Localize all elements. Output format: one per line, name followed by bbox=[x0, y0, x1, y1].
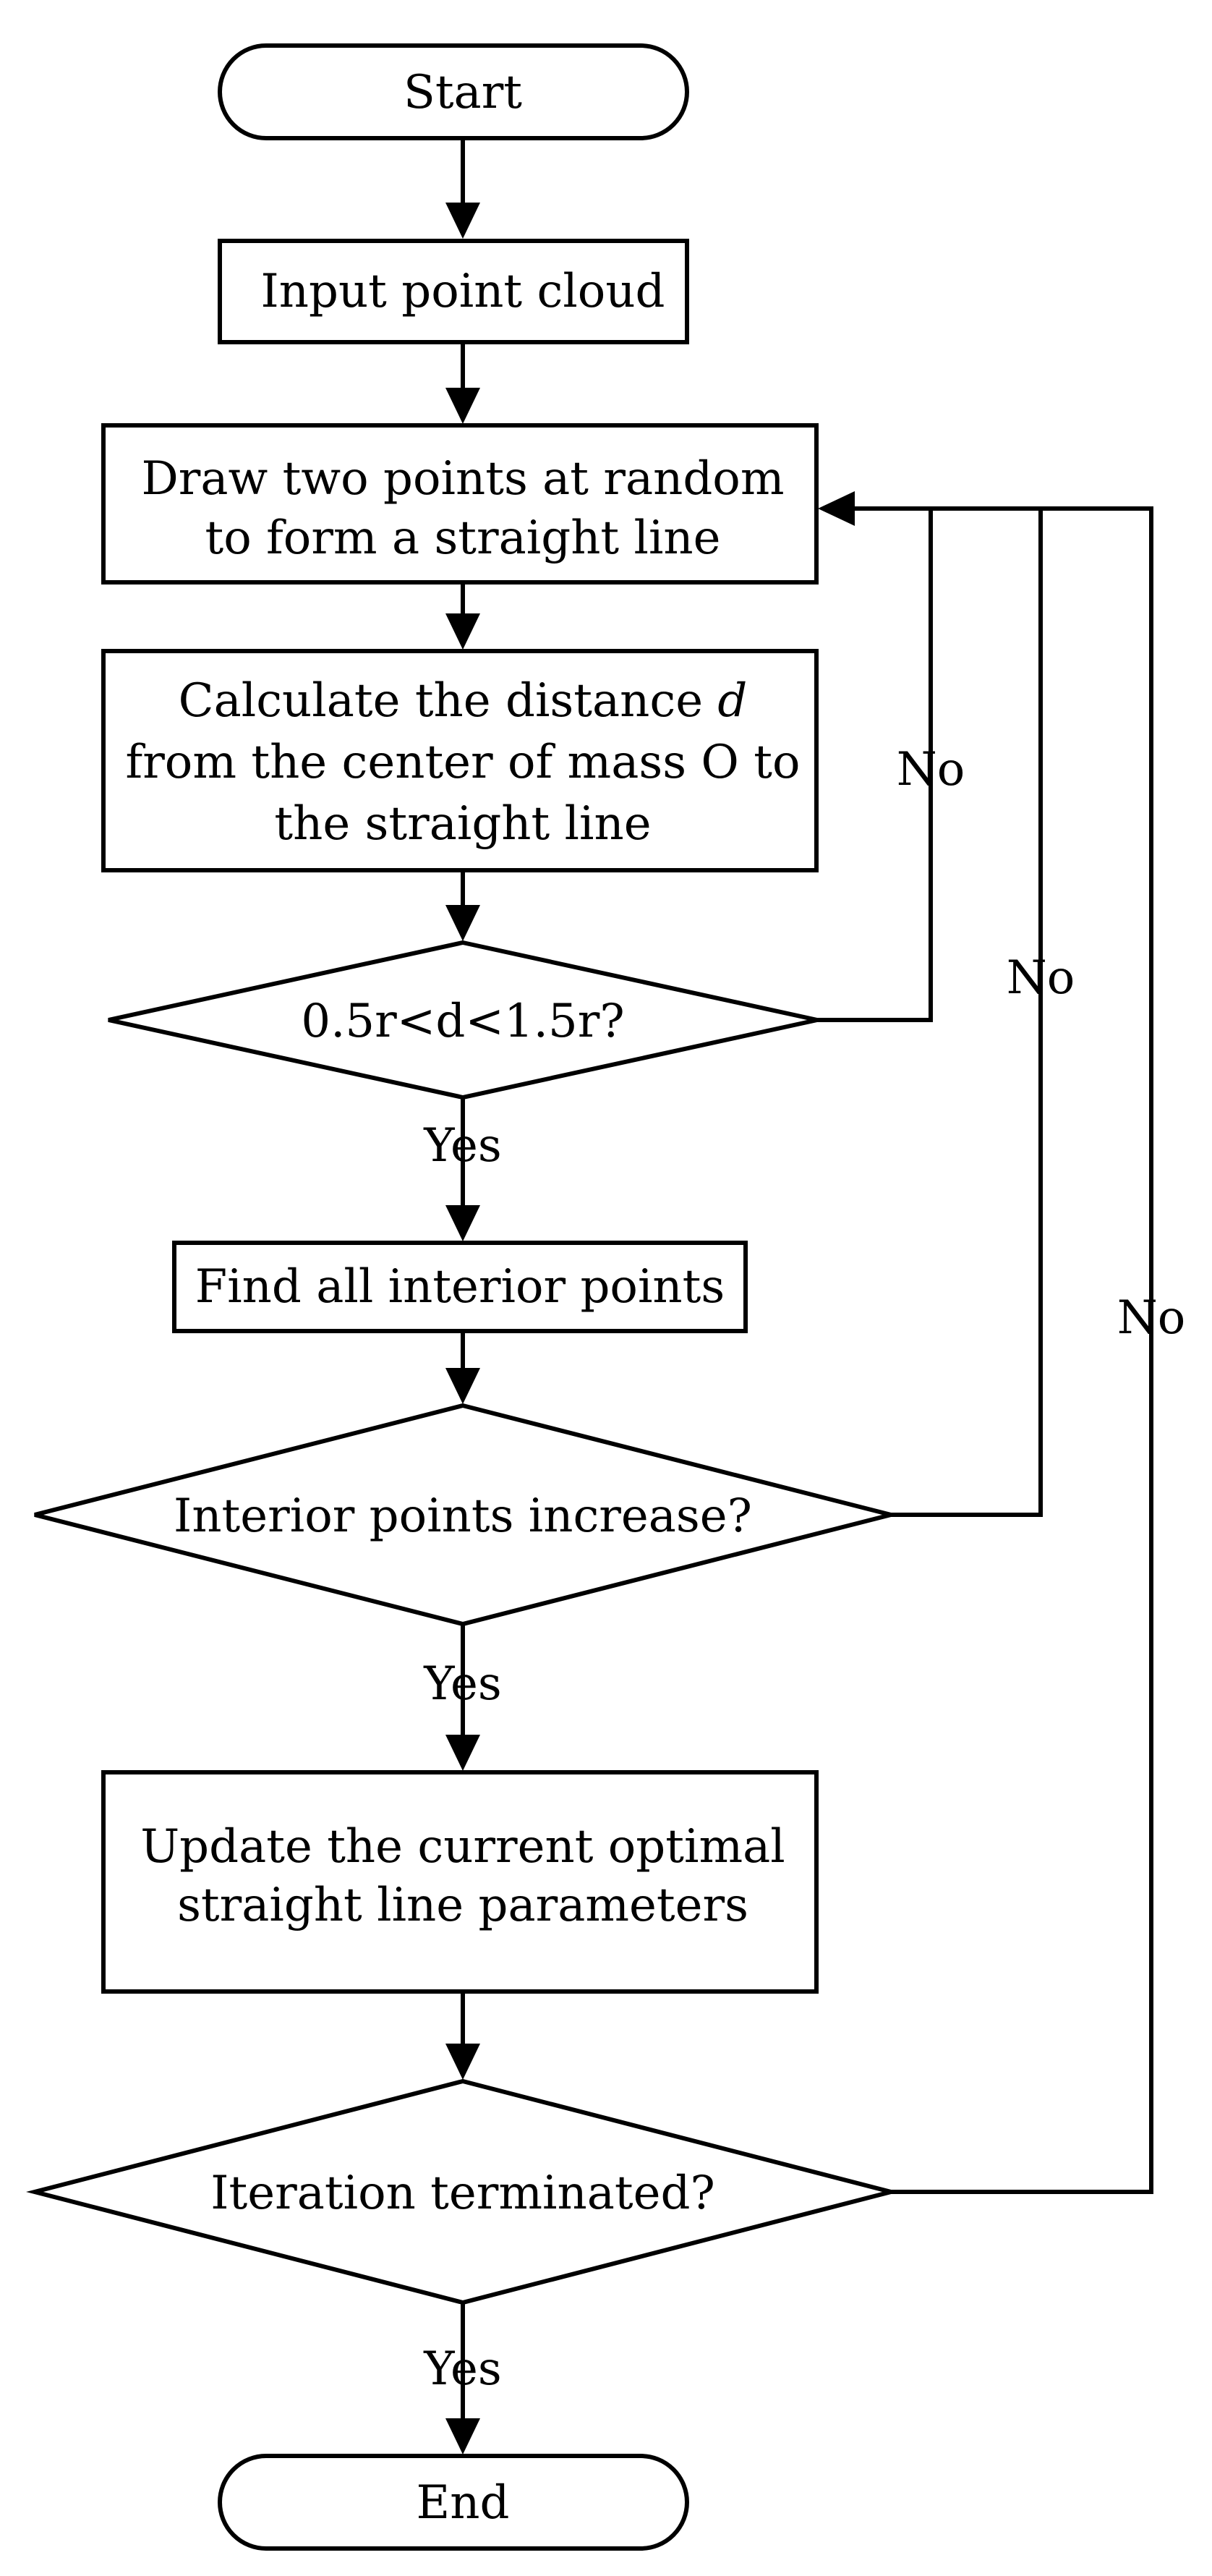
update-label-line1: Update the current optimal bbox=[140, 1820, 785, 1874]
connector-find-interior-decision bbox=[445, 1331, 480, 1404]
loop-distance-no bbox=[817, 509, 933, 1022]
find-interior-box bbox=[172, 1241, 748, 1333]
input-label: Input point cloud bbox=[260, 265, 665, 318]
connector-interior-yes bbox=[445, 1624, 480, 1771]
calculate-box bbox=[101, 649, 819, 872]
connector-iteration-yes bbox=[445, 2303, 480, 2454]
decision-iteration-label: Iteration terminated? bbox=[210, 2167, 715, 2220]
draw-box bbox=[101, 423, 819, 585]
connector-calculate-decision bbox=[445, 870, 480, 941]
loop-interior-no bbox=[891, 509, 1043, 1517]
distance-yes-label: Yes bbox=[423, 1119, 501, 1173]
distance-variable: d bbox=[717, 674, 747, 728]
draw-label-line1: Draw two points at random bbox=[141, 452, 784, 506]
interior-yes-label: Yes bbox=[423, 1657, 501, 1711]
decision-distance-label: 0.5r<d<1.5r? bbox=[301, 995, 624, 1048]
iteration-no-label: No bbox=[1117, 1291, 1186, 1345]
connector-draw-calculate bbox=[445, 582, 480, 650]
end-terminal bbox=[218, 2454, 689, 2551]
calculate-label-line2: from the center of mass O to bbox=[126, 736, 801, 789]
draw-label-line2: to form a straight line bbox=[205, 511, 721, 565]
end-label: End bbox=[417, 2476, 510, 2530]
calculate-label-line1-text: Calculate the distance bbox=[179, 674, 718, 728]
calculate-label-line3: the straight line bbox=[274, 797, 651, 851]
connector-start-input bbox=[445, 138, 480, 239]
connector-update-decision bbox=[445, 1991, 480, 2080]
calculate-label-line1: Calculate the distance d bbox=[179, 674, 748, 728]
input-box bbox=[218, 239, 689, 344]
distance-no-label: No bbox=[897, 743, 965, 796]
loop-iteration-no bbox=[818, 491, 1153, 2194]
update-label-line2: straight line parameters bbox=[177, 1879, 748, 1932]
connector-distance-yes bbox=[445, 1097, 480, 1241]
update-box bbox=[101, 1770, 819, 1994]
find-interior-label: Find all interior points bbox=[195, 1260, 725, 1314]
interior-no-label: No bbox=[1007, 951, 1075, 1005]
decision-interior-label: Interior points increase? bbox=[174, 1489, 752, 1543]
start-terminal bbox=[218, 43, 689, 140]
iteration-yes-label: Yes bbox=[423, 2342, 501, 2396]
connector-input-draw bbox=[445, 342, 480, 424]
start-label: Start bbox=[404, 66, 522, 119]
